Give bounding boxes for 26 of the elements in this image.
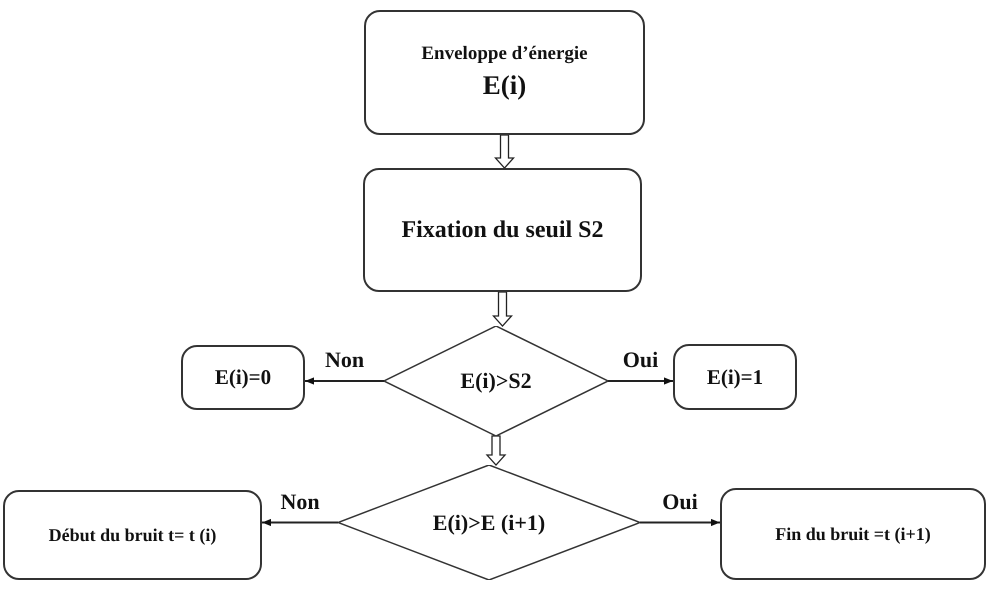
node-text: Début du bruit t= t (i) [48, 524, 216, 547]
hollow-arrow [492, 291, 513, 327]
node-text: E(i)=0 [214, 364, 272, 392]
edge-label: Non [280, 488, 320, 514]
node-text: Fixation du seuil S2 [401, 216, 604, 245]
arrow [608, 377, 673, 385]
arrow [262, 518, 338, 526]
process-box [3, 490, 262, 580]
arrow [640, 518, 720, 526]
process-box [181, 345, 305, 410]
edge-label: Non [324, 347, 364, 373]
hollow-arrow [494, 134, 515, 169]
edge-label: Oui [662, 488, 698, 514]
node-text: Enveloppe d’énergie [421, 42, 588, 66]
edge-label: Oui [622, 347, 658, 373]
hollow-arrow [486, 435, 506, 466]
process-box [720, 488, 986, 580]
arrow [305, 377, 384, 385]
node-text: E(i)>E (i+1) [432, 508, 546, 537]
node-text: Fin du bruit =t (i+1) [775, 522, 931, 546]
process-box [364, 10, 645, 135]
node-text: E(i) [482, 69, 526, 102]
node-text: E(i)=1 [706, 364, 764, 391]
node-text: E(i)>S2 [460, 367, 532, 396]
process-box [673, 344, 797, 410]
process-box [363, 168, 642, 292]
